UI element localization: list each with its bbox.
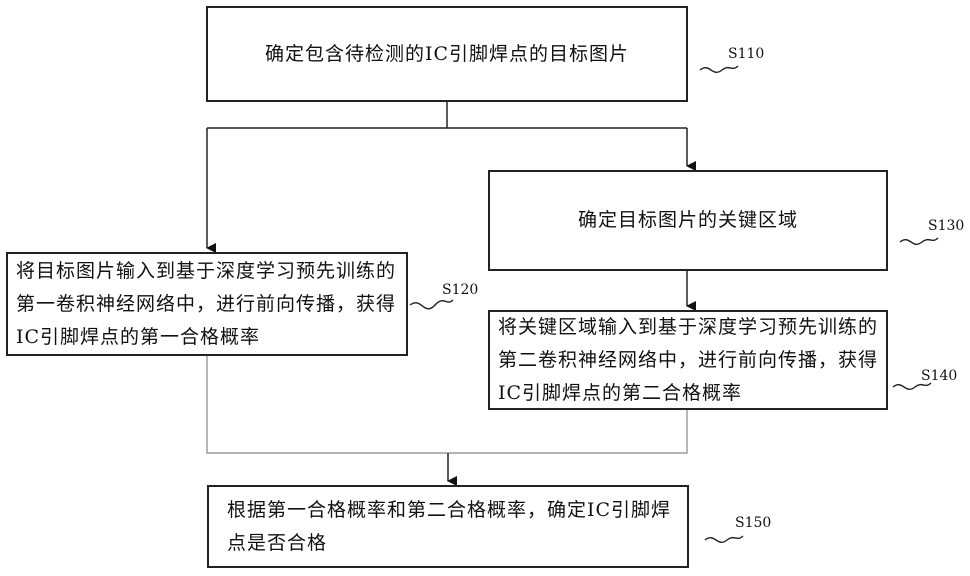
step-s110-box: 确定包含待检测的IC引脚焊点的目标图片 xyxy=(206,6,688,102)
connector-s120-merge xyxy=(207,356,448,453)
squiggle-s150 xyxy=(705,536,743,542)
step-s120-box: 将目标图片输入到基于深度学习预先训练的第一卷积神经网络中，进行前向传播，获得IC… xyxy=(6,252,408,356)
step-s120-label: S120 xyxy=(442,282,478,298)
step-s150-text: 根据第一合格概率和第二合格概率，确定IC引脚焊点是否合格 xyxy=(227,494,673,560)
step-s110-text: 确定包含待检测的IC引脚焊点的目标图片 xyxy=(208,38,686,71)
step-s130-text: 确定目标图片的关键区域 xyxy=(490,204,886,237)
step-s140-label: S140 xyxy=(921,368,957,384)
step-s140-box: 将关键区域输入到基于深度学习预先训练的第二卷积神经网络中，进行前向传播，获得IC… xyxy=(488,310,888,410)
step-s150-box: 根据第一合格概率和第二合格概率，确定IC引脚焊点是否合格 xyxy=(207,485,689,568)
connector-s140-merge xyxy=(448,410,687,453)
step-s140-text: 将关键区域输入到基于深度学习预先训练的第二卷积神经网络中，进行前向传播，获得IC… xyxy=(498,311,880,410)
step-s110-label: S110 xyxy=(728,46,764,62)
squiggle-s120 xyxy=(410,300,453,309)
step-s130-label: S130 xyxy=(928,218,964,234)
squiggle-s110 xyxy=(700,66,738,72)
step-s130-box: 确定目标图片的关键区域 xyxy=(488,170,888,271)
squiggle-s130 xyxy=(900,238,938,244)
step-s120-text: 将目标图片输入到基于深度学习预先训练的第一卷积神经网络中，进行前向传播，获得IC… xyxy=(16,255,400,354)
step-s150-label: S150 xyxy=(735,515,771,531)
